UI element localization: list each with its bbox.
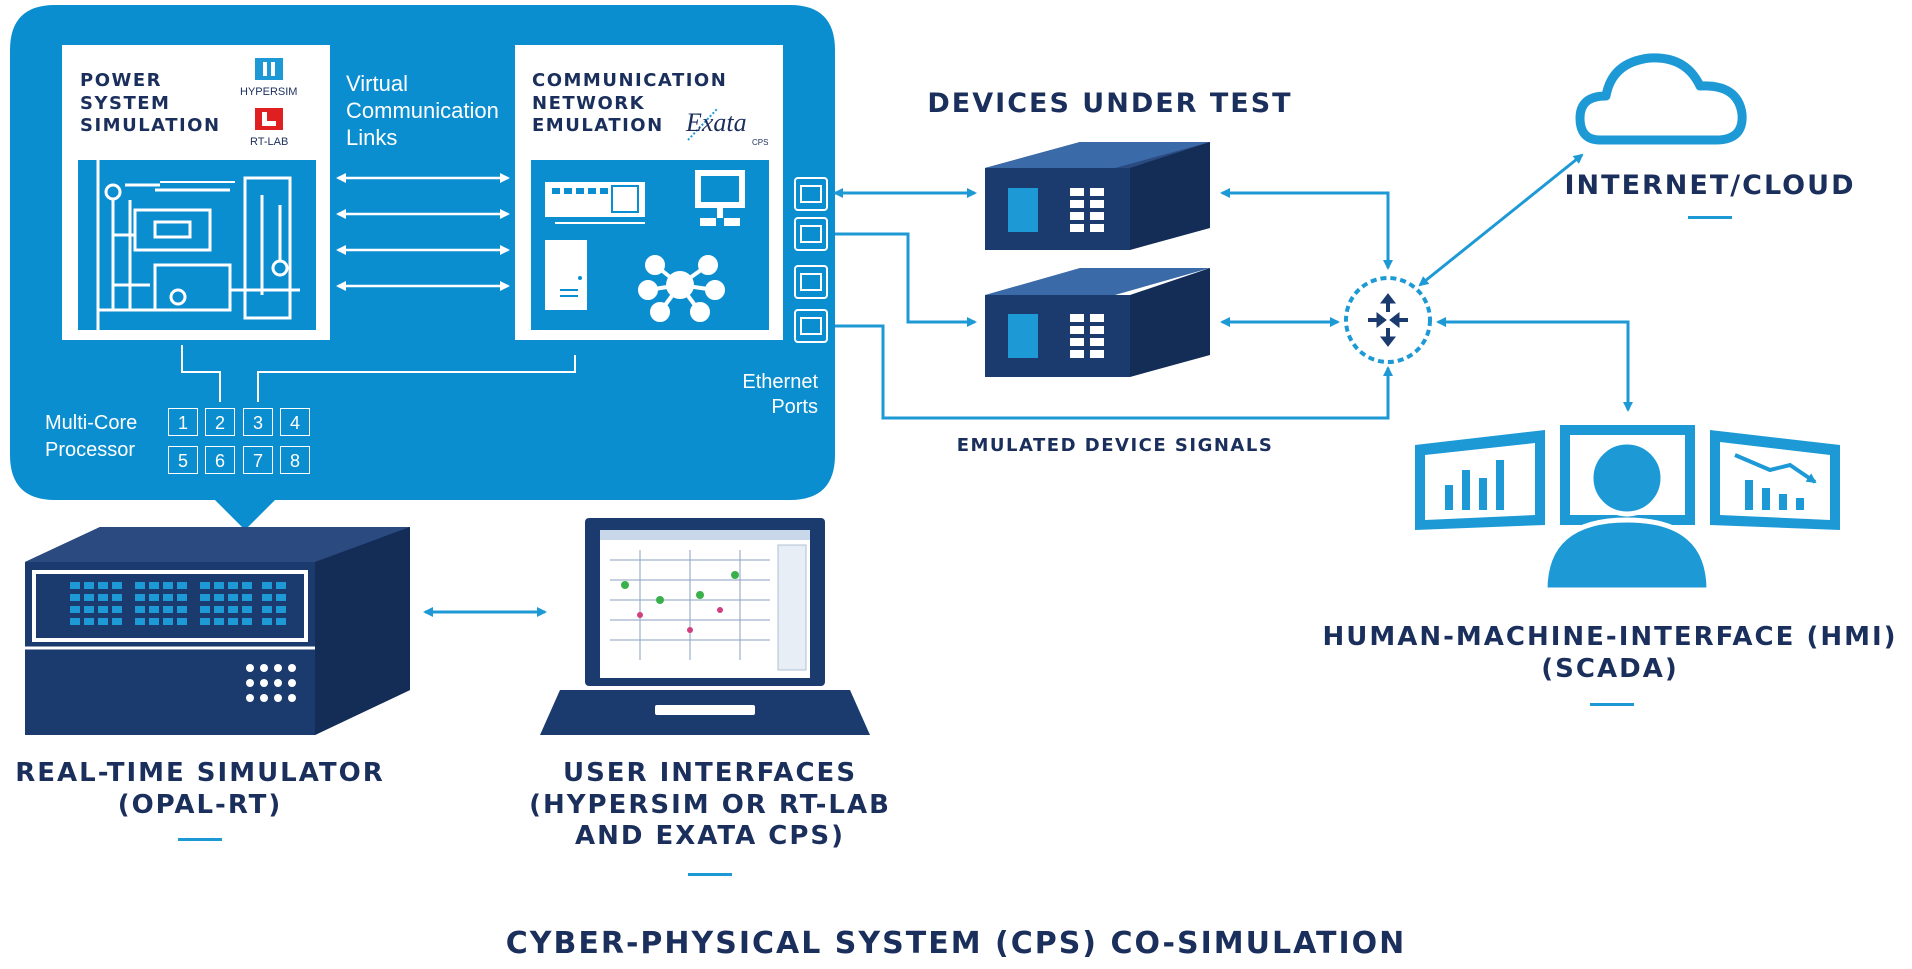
multi-core-label: Multi-Core Processor <box>45 412 138 461</box>
hmi-underline <box>1590 703 1634 706</box>
exata-logo-label: Exata <box>686 108 747 137</box>
device-under-test-2 <box>985 268 1210 377</box>
schematic-icon <box>96 160 300 330</box>
devices-under-test-title: DEVICES UNDER TEST <box>927 88 1293 119</box>
exata-logo-sub: CPS <box>752 138 769 147</box>
footer-title: CYBER-PHYSICAL SYSTEM (CPS) CO-SIMULATIO… <box>505 926 1407 961</box>
emulated-signals-label: EMULATED DEVICE SIGNALS <box>956 435 1274 456</box>
real-time-simulator-underline <box>178 838 222 841</box>
rtlab-logo <box>255 108 283 130</box>
internet-cloud-underline <box>1688 216 1732 219</box>
virtual-links-label: Virtual Communication Links <box>346 71 499 150</box>
rtlab-logo-label: RT-LAB <box>250 136 289 148</box>
ethernet-port-icons <box>794 177 828 343</box>
monitor-icon <box>695 170 745 226</box>
core-4: 4 <box>280 408 310 436</box>
device-under-test-1 <box>985 142 1210 250</box>
core-8: 8 <box>280 446 310 474</box>
router-icon <box>1344 276 1432 364</box>
virtual-link-arrows <box>336 173 510 291</box>
hypersim-logo <box>255 58 283 80</box>
hypersim-logo-label: HYPERSIM <box>240 86 298 98</box>
core-2: 2 <box>205 408 235 436</box>
ethernet-ports-label: Ethernet Ports <box>742 371 818 418</box>
laptop-icon <box>540 518 870 735</box>
real-time-simulator-icon <box>25 527 410 735</box>
core-3: 3 <box>243 408 273 436</box>
internet-cloud-title: INTERNET/CLOUD <box>1564 170 1856 201</box>
network-switch-icon <box>545 182 645 224</box>
core-7: 7 <box>243 446 273 474</box>
cloud-icon <box>1575 53 1747 145</box>
core-5: 5 <box>168 446 198 474</box>
power-system-panel <box>62 45 330 340</box>
comm-network-panel <box>515 45 783 340</box>
comm-network-title: COMMUNICATION NETWORK EMULATION <box>532 70 728 136</box>
connection-arrows <box>423 153 1633 617</box>
hmi-title: HUMAN-MACHINE-INTERFACE (HMI) (SCADA) <box>1322 622 1898 684</box>
hub-icon <box>638 255 725 322</box>
core-6: 6 <box>205 446 235 474</box>
server-icon <box>545 240 587 310</box>
core-wires <box>181 345 576 402</box>
hmi-workstation-icon <box>1415 425 1840 593</box>
user-interfaces-underline <box>688 873 732 876</box>
real-time-simulator-title: REAL-TIME SIMULATOR (OPAL-RT) <box>15 758 385 820</box>
power-system-title: POWER SYSTEM SIMULATION <box>80 70 221 136</box>
user-interfaces-title: USER INTERFACES (HYPERSIM OR RT-LAB AND … <box>529 758 891 852</box>
core-1: 1 <box>168 408 198 436</box>
